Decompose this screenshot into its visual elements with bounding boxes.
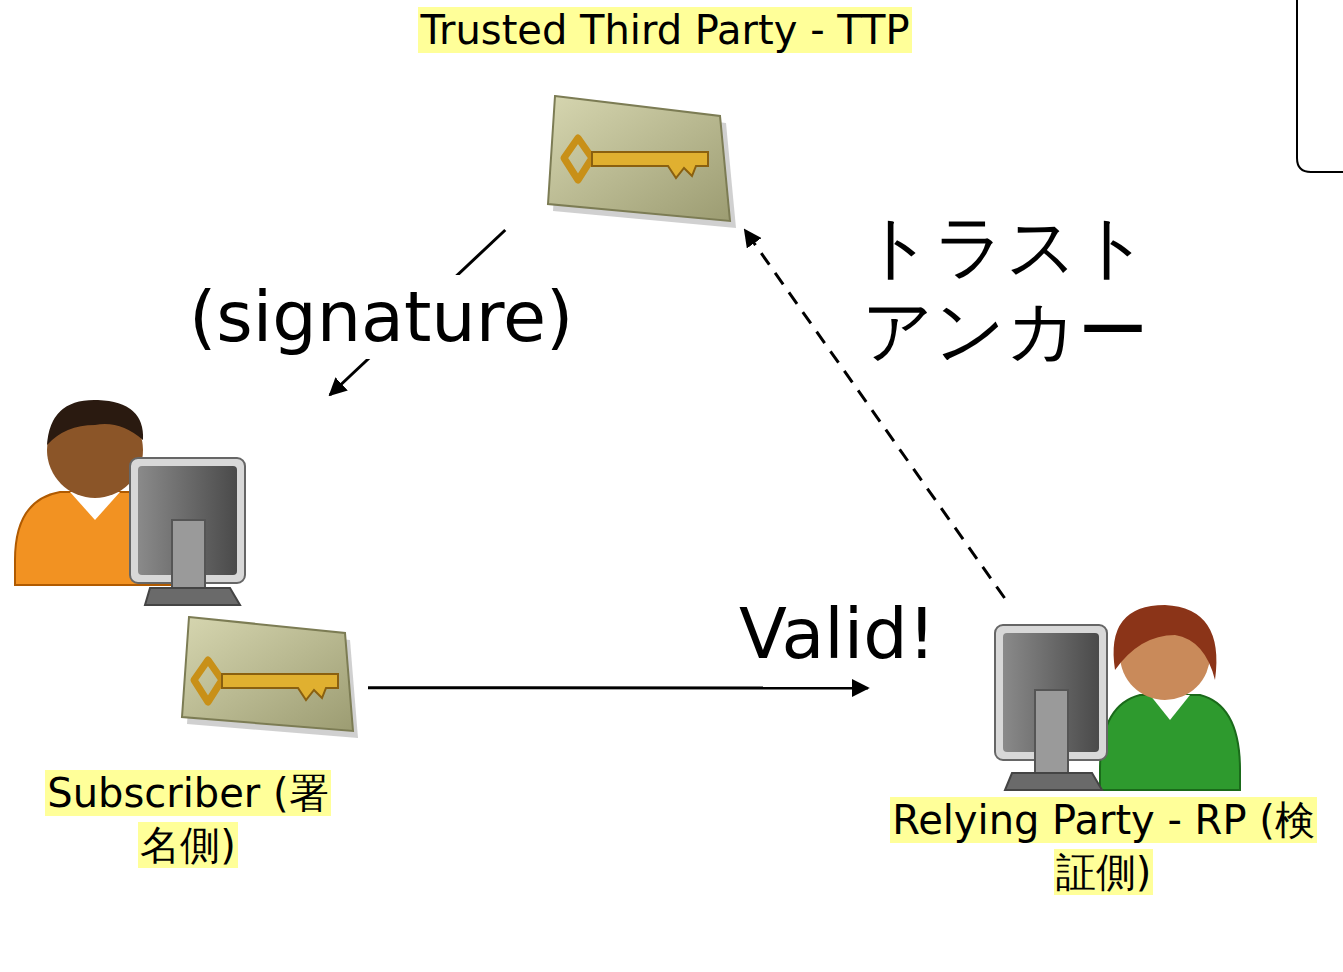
arrow [368, 686, 868, 689]
edge-label: (signature) [185, 275, 577, 359]
key-card [548, 96, 736, 228]
person-icon [995, 605, 1240, 790]
person-icon [15, 400, 245, 605]
box-fragment [1297, 0, 1343, 172]
edge-label: Valid! [735, 592, 940, 676]
key-card [182, 617, 358, 738]
party-node: Subscriber (署名側) [8, 395, 368, 915]
node-label: Relying Party - RP (検証側) [890, 797, 1317, 895]
node-label: Trusted Third Party - TTP [418, 7, 911, 53]
node-label: Subscriber (署名側) [45, 770, 330, 868]
edge-label: トラスト アンカー [858, 205, 1206, 373]
party-node: Trusted Third Party - TTP [335, 4, 995, 230]
